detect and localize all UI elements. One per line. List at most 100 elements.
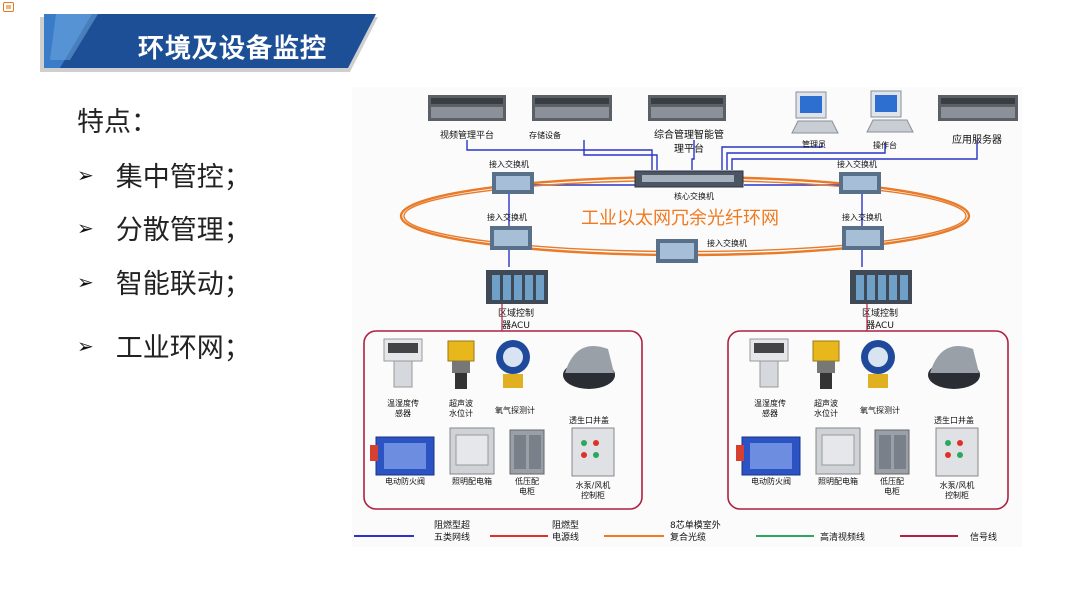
label-temp-sensor-r: 温湿度传 xyxy=(754,398,786,408)
field-group-right xyxy=(727,330,1009,510)
level-meter-right xyxy=(812,340,840,389)
ring-title: 工业以太网冗余光纤环网 xyxy=(581,208,779,229)
legend-network-1: 阻燃型超 xyxy=(434,519,470,531)
label-oxygen-r: 氧气探测计 xyxy=(860,405,900,415)
label-lv-cabinet-r: 低压配 xyxy=(880,476,904,486)
acu-right xyxy=(850,270,912,304)
label-access-switch-ml: 接入交换机 xyxy=(487,212,527,222)
uplink-lines xyxy=(466,140,978,267)
access-switch-ml xyxy=(490,226,532,250)
server-video-platform xyxy=(428,95,506,121)
temp-sensor-right xyxy=(749,338,789,388)
label-acu-right-1: 区域控制 xyxy=(862,307,898,319)
label-temp-sensor-r-2: 感器 xyxy=(762,408,778,418)
label-video-platform: 视频管理平台 xyxy=(440,129,494,141)
page-title: 环境及设备监控 xyxy=(138,34,328,64)
lighting-box-right xyxy=(815,427,861,475)
label-acu-right-2: 器ACU xyxy=(866,320,894,331)
label-manhole: 透生口井盖 xyxy=(569,415,609,425)
server-storage xyxy=(532,95,612,121)
pump-cabinet-right xyxy=(935,427,979,477)
label-level-meter: 超声波 xyxy=(449,398,473,408)
label-level-meter-r: 超声波 xyxy=(814,398,838,408)
level-meter-left xyxy=(447,340,475,389)
legend-signal: 信号线 xyxy=(970,531,997,543)
label-storage: 存储设备 xyxy=(529,130,561,140)
label-access-switch-tl: 接入交换机 xyxy=(489,159,529,169)
label-lighting-box-r: 照明配电箱 xyxy=(818,476,858,486)
manhole-cover-left xyxy=(563,346,615,389)
workstation-admin xyxy=(791,91,839,134)
feature-label: 智能联动； xyxy=(115,269,251,300)
workstation-operator xyxy=(866,90,914,133)
network-diagram: 工业以太网冗余光纤环网 视频管理平台 存储设备 综合管理智能管 理平台 管理员 … xyxy=(352,87,1022,547)
legend-fiber-2: 复合光缆 xyxy=(670,531,706,543)
manhole-cover-right xyxy=(928,346,980,389)
legend-network-2: 五类网线 xyxy=(434,531,470,543)
features-heading: 特点： xyxy=(77,107,158,138)
fire-valve-left xyxy=(370,436,435,476)
server-management-platform xyxy=(648,95,726,121)
feature-label: 集中管控； xyxy=(115,162,251,193)
lv-cabinet-right xyxy=(874,429,910,475)
pump-cabinet-left xyxy=(571,427,615,477)
signal-lines xyxy=(501,304,868,331)
label-level-meter-r-2: 水位计 xyxy=(814,408,838,418)
label-operator: 操作台 xyxy=(873,140,897,150)
label-lv-cabinet: 低压配 xyxy=(515,476,539,486)
access-switch-tl xyxy=(492,172,534,194)
access-switch-bottom xyxy=(656,239,698,263)
lighting-box-left xyxy=(449,427,495,475)
arrow-bullet-icon: ➢ xyxy=(77,269,94,294)
label-access-switch-mr: 接入交换机 xyxy=(842,212,882,222)
temp-sensor-left xyxy=(383,338,423,388)
label-acu-left-2: 器ACU xyxy=(502,320,530,331)
feature-label: 分散管理； xyxy=(115,215,251,246)
label-admin: 管理员 xyxy=(802,139,826,149)
label-level-meter-2: 水位计 xyxy=(449,408,473,418)
title-banner xyxy=(40,14,378,72)
label-access-switch-tr: 接入交换机 xyxy=(837,159,877,169)
arrow-bullet-icon: ➢ xyxy=(77,162,94,187)
feature-item: ➢ 工业环网； xyxy=(77,326,251,365)
legend-video: 高清视频线 xyxy=(820,531,865,543)
access-switch-tr xyxy=(839,172,881,194)
oxygen-detector-left xyxy=(496,340,530,388)
feature-label: 工业环网； xyxy=(115,333,251,364)
label-management-platform: 综合管理智能管 xyxy=(654,128,724,141)
label-acu-left-1: 区域控制 xyxy=(498,307,534,319)
legend: 阻燃型超 五类网线 阻燃型 电源线 8芯单模室外 复合光缆 高清视频线 信号线 xyxy=(354,519,997,543)
fire-valve-right xyxy=(736,436,801,476)
core-switch xyxy=(634,170,744,188)
label-pump-cabinet-2: 控制柜 xyxy=(581,490,605,500)
label-temp-sensor-2: 感器 xyxy=(395,408,411,418)
label-manhole-r: 透生口井盖 xyxy=(934,415,974,425)
access-switch-mr xyxy=(842,226,884,250)
label-application-server: 应用服务器 xyxy=(952,133,1002,146)
arrow-bullet-icon: ➢ xyxy=(77,215,94,240)
legend-fiber-1: 8芯单模室外 xyxy=(670,519,721,531)
feature-item: ➢ 集中管控； xyxy=(77,155,251,194)
server-application xyxy=(938,95,1018,121)
label-lv-cabinet-2: 电柜 xyxy=(519,486,535,496)
label-lv-cabinet-r-2: 电柜 xyxy=(884,486,900,496)
arrow-bullet-icon: ➢ xyxy=(77,333,94,358)
feature-item: ➢ 分散管理； xyxy=(77,208,251,247)
legend-power-1: 阻燃型 xyxy=(552,519,579,531)
oxygen-detector-right xyxy=(861,340,895,388)
label-access-switch-bottom: 接入交换机 xyxy=(707,238,747,248)
label-pump-cabinet-r-2: 控制柜 xyxy=(945,490,969,500)
label-pump-cabinet: 水泵/风机 xyxy=(576,480,611,490)
label-lighting-box: 照明配电箱 xyxy=(452,476,492,486)
lv-cabinet-left xyxy=(509,429,545,475)
label-pump-cabinet-r: 水泵/风机 xyxy=(940,480,975,490)
acu-left xyxy=(486,270,548,304)
feature-item: ➢ 智能联动； xyxy=(77,262,251,301)
field-group-left xyxy=(363,330,643,510)
label-management-platform-2: 理平台 xyxy=(674,142,704,155)
legend-power-2: 电源线 xyxy=(552,531,579,543)
label-fire-valve: 电动防火阀 xyxy=(385,476,425,486)
label-oxygen: 氧气探测计 xyxy=(495,405,535,415)
app-corner-icon xyxy=(3,2,14,12)
label-temp-sensor: 温湿度传 xyxy=(387,398,419,408)
